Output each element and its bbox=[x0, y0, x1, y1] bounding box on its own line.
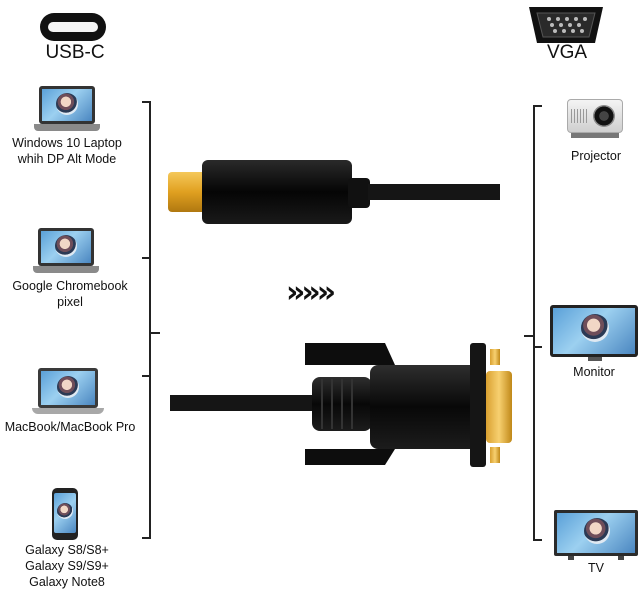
left-bracket bbox=[142, 101, 160, 539]
usb-c-cable-image bbox=[168, 160, 500, 224]
target-label-tv: TV bbox=[588, 561, 604, 575]
right-bracket bbox=[524, 105, 542, 541]
usb-c-port-icon bbox=[40, 13, 106, 41]
target-label-monitor: Monitor bbox=[573, 365, 615, 379]
projector-icon bbox=[565, 95, 625, 141]
target-label-projector: Projector bbox=[570, 149, 622, 163]
source-label-chromebook: Google Chromebook pixel bbox=[12, 279, 128, 309]
tv-icon bbox=[554, 510, 638, 560]
vga-label: VGA bbox=[546, 42, 588, 63]
macbook-icon bbox=[32, 368, 104, 418]
source-label-macbook: MacBook/MacBook Pro bbox=[4, 420, 136, 434]
phone-icon bbox=[52, 488, 78, 540]
monitor-icon bbox=[550, 305, 638, 363]
source-label-windows: Windows 10 Laptop whih DP Alt Mode bbox=[12, 136, 122, 166]
vga-cable-image bbox=[170, 343, 512, 467]
direction-arrow-icon: »»» bbox=[286, 275, 336, 310]
usb-c-label: USB-C bbox=[45, 42, 105, 63]
vga-port-icon bbox=[529, 7, 603, 43]
chromebook-icon bbox=[33, 228, 99, 276]
source-label-galaxy: Galaxy S8/S8+ Galaxy S9/S9+ Galaxy Note8 bbox=[25, 543, 109, 589]
laptop-icon bbox=[34, 86, 100, 134]
